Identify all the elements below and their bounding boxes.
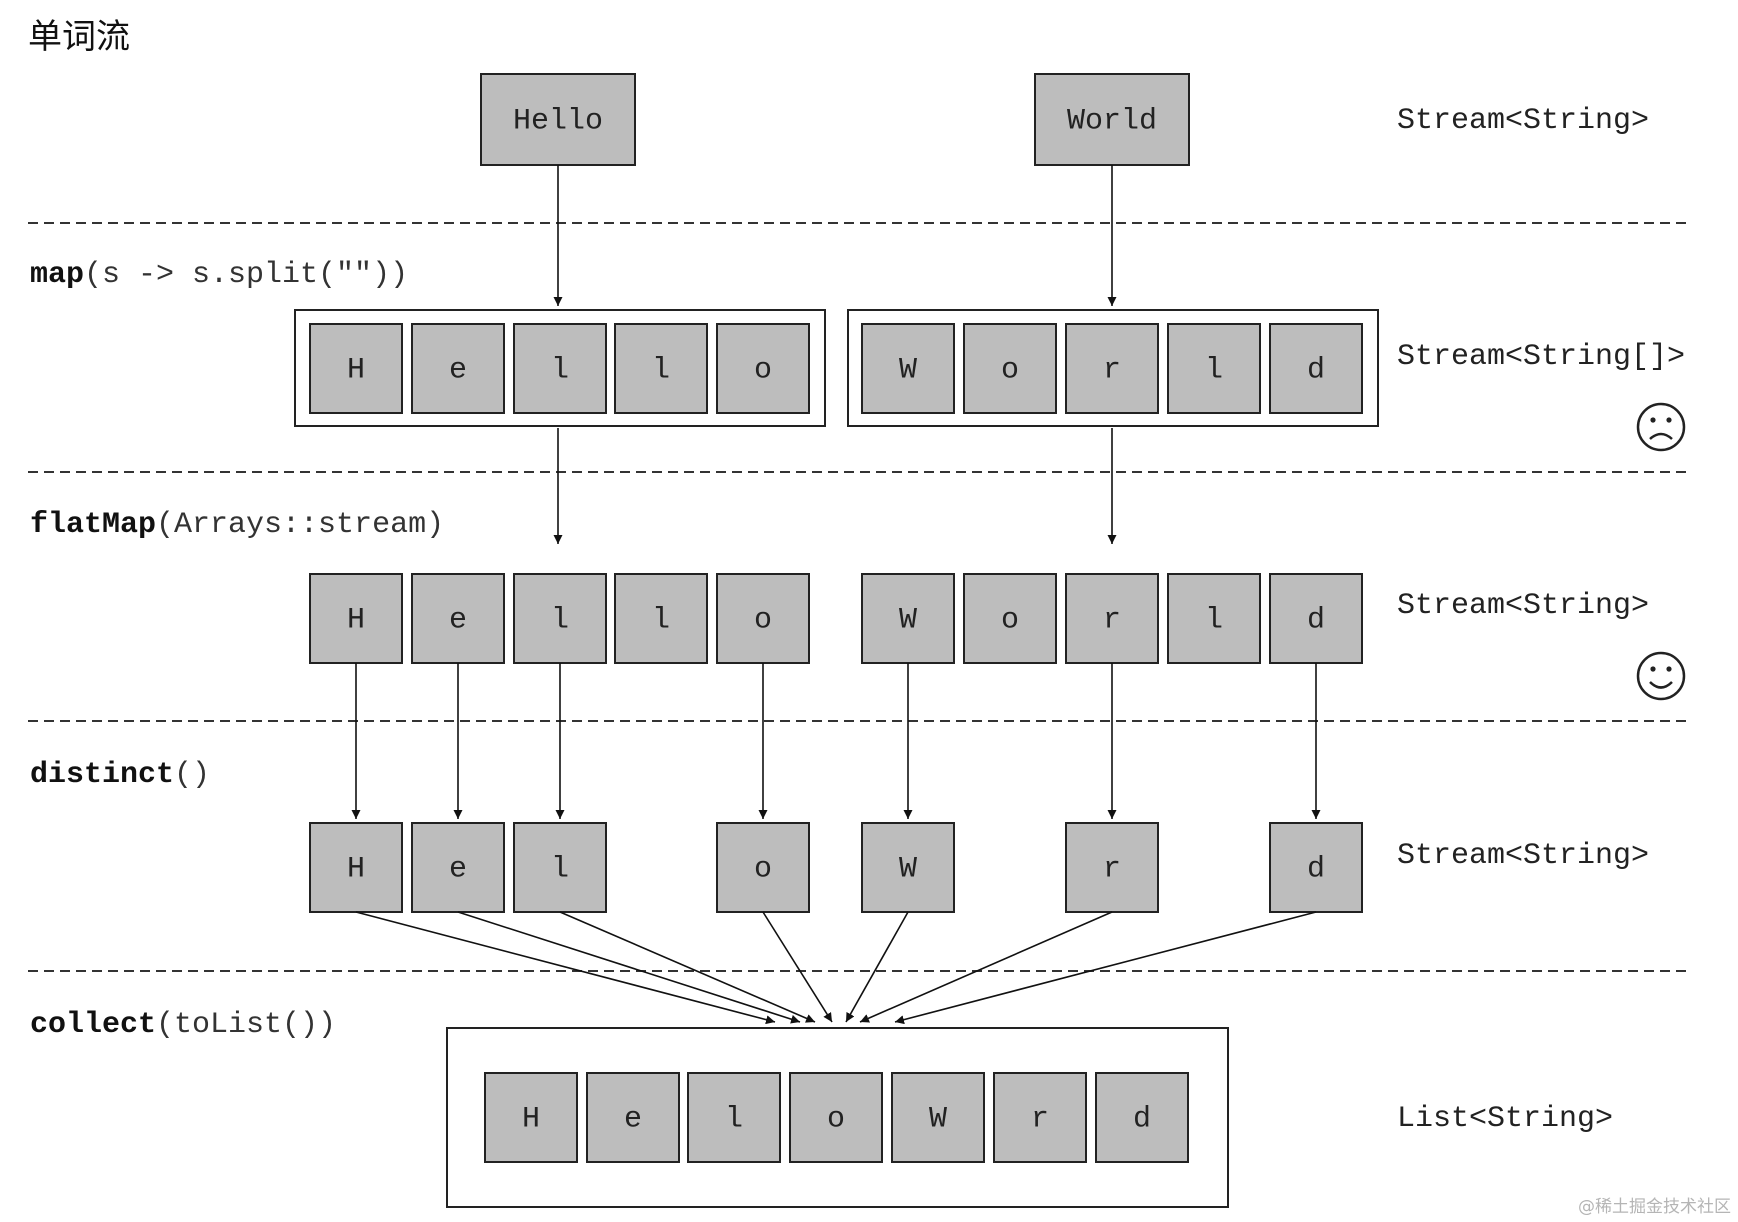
letter-cell [861, 822, 955, 913]
letter-text: d [1133, 1102, 1151, 1136]
letter-cell [716, 822, 810, 913]
letter-cell [309, 573, 403, 664]
letter-cell [861, 323, 955, 414]
letter-text: r [1103, 852, 1121, 886]
letter-cell [716, 323, 810, 414]
type-label: List<String> [1397, 1102, 1613, 1136]
diagram-title: 单词流 [28, 17, 130, 57]
letter-cell [891, 1072, 985, 1163]
letter-cell [963, 573, 1057, 664]
letter-text: H [347, 852, 365, 886]
letter-cell [586, 1072, 680, 1163]
letter-text: o [827, 1102, 845, 1136]
letter-text: l [725, 1102, 743, 1136]
letter-cell [1269, 573, 1363, 664]
letter-text: r [1103, 353, 1121, 387]
letter-cell [1167, 323, 1261, 414]
letter-text: H [347, 603, 365, 637]
letter-text: H [347, 353, 365, 387]
letter-text: e [449, 603, 467, 637]
flow-arrow [559, 911, 816, 1023]
watermark-text: @稀土掘金技术社区 [1578, 1197, 1731, 1217]
type-label: Stream<String[]> [1397, 340, 1685, 374]
op-label-flatmap: flatMap(Arrays::stream) [30, 508, 444, 542]
letter-cell [411, 573, 505, 664]
letter-cell [716, 573, 810, 664]
letter-text: H [522, 1102, 540, 1136]
letter-text: e [624, 1102, 642, 1136]
letter-text: W [899, 603, 917, 637]
flow-arrow [859, 911, 1113, 1023]
letter-text: World [1067, 104, 1157, 138]
letter-text: e [449, 852, 467, 886]
letter-text: d [1307, 353, 1325, 387]
letter-cell [480, 73, 636, 166]
letter-cell [484, 1072, 578, 1163]
letter-text: l [551, 603, 569, 637]
flow-arrow [762, 911, 833, 1023]
letter-cell [513, 573, 607, 664]
letter-cell [1167, 573, 1261, 664]
letter-text: l [1205, 353, 1223, 387]
letter-cell [789, 1072, 883, 1163]
letter-text: r [1031, 1102, 1049, 1136]
frown-icon [1636, 402, 1686, 452]
type-label: Stream<String> [1397, 839, 1649, 873]
letter-text: l [652, 603, 670, 637]
op-label-collect: collect(toList()) [30, 1008, 336, 1042]
smile-icon [1636, 651, 1686, 701]
flow-arrow [457, 911, 801, 1024]
letter-text: l [652, 353, 670, 387]
letter-text: l [551, 852, 569, 886]
type-label: Stream<String> [1397, 589, 1649, 623]
letter-text: r [1103, 603, 1121, 637]
letter-cell [687, 1072, 781, 1163]
type-label: Stream<String> [1397, 104, 1649, 138]
op-label-map: map(s -> s.split("")) [30, 258, 408, 292]
letter-cell [1065, 323, 1159, 414]
flow-arrow [355, 911, 776, 1025]
letter-cell [513, 323, 607, 414]
letter-cell [861, 573, 955, 664]
letter-text: l [551, 353, 569, 387]
letter-cell [1065, 573, 1159, 664]
letter-cell [963, 323, 1057, 414]
letter-cell [309, 323, 403, 414]
letter-cell [411, 323, 505, 414]
letter-cell [993, 1072, 1087, 1163]
flow-arrow [845, 911, 909, 1023]
letter-text: d [1307, 852, 1325, 886]
letter-text: o [1001, 353, 1019, 387]
letter-text: W [899, 852, 917, 886]
letter-text: o [754, 852, 772, 886]
letter-text: d [1307, 603, 1325, 637]
letter-text: o [754, 353, 772, 387]
letter-cell [1095, 1072, 1189, 1163]
letter-text: o [754, 603, 772, 637]
letter-cell [614, 573, 708, 664]
letter-text: l [1205, 603, 1223, 637]
letter-cell [1269, 822, 1363, 913]
letter-cell [614, 323, 708, 414]
letter-cell [1269, 323, 1363, 414]
letter-text: o [1001, 603, 1019, 637]
op-label-distinct: distinct() [30, 758, 210, 792]
letter-text: e [449, 353, 467, 387]
letter-text: W [899, 353, 917, 387]
letter-text: Hello [513, 104, 603, 138]
flow-arrow [894, 911, 1317, 1025]
letter-text: W [929, 1102, 947, 1136]
